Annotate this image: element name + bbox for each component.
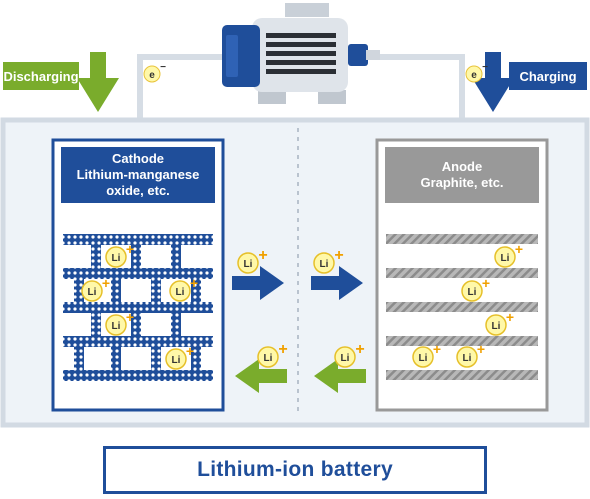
lithium-ions: Li + Li + Li + Li + Li + Li + xyxy=(81,241,523,370)
anode-header-text: Anode Graphite, etc. xyxy=(385,147,539,203)
electron-sign: − xyxy=(482,62,488,73)
electron-markers: e − e − xyxy=(143,62,488,83)
ion-arrow-left-icon xyxy=(314,359,366,393)
li-ion-icon: Li + xyxy=(165,343,194,370)
li-ion-sign: + xyxy=(482,275,490,291)
li-ion-label: Li xyxy=(419,353,428,364)
electron-label: e xyxy=(149,70,155,81)
li-ion-icon: Li + xyxy=(257,341,288,368)
li-ion-sign: + xyxy=(334,247,343,264)
discharging-arrow-icon xyxy=(77,52,119,112)
li-ion-icon: Li + xyxy=(494,241,523,268)
right-wire xyxy=(352,54,465,120)
charging-label: Charging xyxy=(519,68,577,84)
li-ion-label: Li xyxy=(244,259,253,270)
li-ion-label: Li xyxy=(88,287,97,298)
li-ion-icon: Li + xyxy=(412,341,441,368)
li-ion-icon: Li + xyxy=(313,247,344,274)
li-ion-label: Li xyxy=(320,259,329,270)
li-ion-label: Li xyxy=(112,321,121,332)
li-ion-label: Li xyxy=(176,287,185,298)
battery-label: Lithium-ion battery xyxy=(103,446,487,494)
li-ion-sign: + xyxy=(477,341,485,357)
electron-label: e xyxy=(471,70,477,81)
left-wire xyxy=(137,54,222,120)
li-ion-icon: Li + xyxy=(105,241,134,268)
li-ion-sign: + xyxy=(126,309,134,325)
li-ion-sign: + xyxy=(278,341,287,358)
circuit-wires xyxy=(137,54,465,120)
li-ion-label: Li xyxy=(264,353,273,364)
cathode-subtitle-line1: Lithium-manganese xyxy=(76,167,200,182)
anode-header xyxy=(385,147,539,203)
li-ion-icon: Li + xyxy=(334,341,365,368)
motor-icon xyxy=(222,3,380,104)
ion-arrow-right-icon xyxy=(311,266,363,300)
ion-arrow-right-icon xyxy=(232,266,284,300)
electron-sign: − xyxy=(160,62,166,73)
li-ion-icon: Li + xyxy=(461,275,490,302)
li-ion-sign: + xyxy=(126,241,134,257)
anode-subtitle: Graphite, etc. xyxy=(420,175,504,190)
li-ion-label: Li xyxy=(463,353,472,364)
li-ion-sign: + xyxy=(433,341,441,357)
li-ion-icon: Li + xyxy=(456,341,485,368)
li-ion-sign: + xyxy=(258,247,267,264)
li-ion-label: Li xyxy=(112,253,121,264)
discharging-flag xyxy=(3,62,79,90)
li-ion-sign: + xyxy=(506,309,514,325)
anode-graphite-layers xyxy=(386,234,538,380)
ion-arrow-left-icon xyxy=(235,359,287,393)
arrows xyxy=(77,52,514,393)
li-ion-label: Li xyxy=(172,355,181,366)
discharging-label: Discharging xyxy=(3,68,79,84)
li-ion-icon: Li + xyxy=(237,247,268,274)
cathode-lattice xyxy=(63,234,213,381)
electron-icon: e − xyxy=(465,62,488,83)
li-ion-icon: Li + xyxy=(485,309,514,336)
cathode-header xyxy=(61,147,215,203)
li-ion-label: Li xyxy=(501,253,510,264)
li-ion-sign: + xyxy=(355,341,364,358)
electron-icon: e − xyxy=(143,62,166,83)
cathode-title: Cathode xyxy=(112,151,164,166)
li-ion-icon: Li + xyxy=(169,275,198,302)
li-ion-label: Li xyxy=(468,287,477,298)
li-ion-icon: Li + xyxy=(105,309,134,336)
cathode-subtitle-line2: oxide, etc. xyxy=(106,183,170,198)
li-ion-sign: + xyxy=(102,275,110,291)
anode-title: Anode xyxy=(441,159,483,174)
li-ion-sign: + xyxy=(190,275,198,291)
li-ion-label: Li xyxy=(341,353,350,364)
li-ion-sign: + xyxy=(515,241,523,257)
li-ion-icon: Li + xyxy=(81,275,110,302)
cathode-header-text: Cathode Lithium-manganese oxide, etc. xyxy=(61,147,215,203)
charging-arrow-icon xyxy=(472,52,514,112)
li-ion-sign: + xyxy=(186,343,194,359)
charging-flag xyxy=(509,62,587,90)
li-ion-label: Li xyxy=(492,321,501,332)
